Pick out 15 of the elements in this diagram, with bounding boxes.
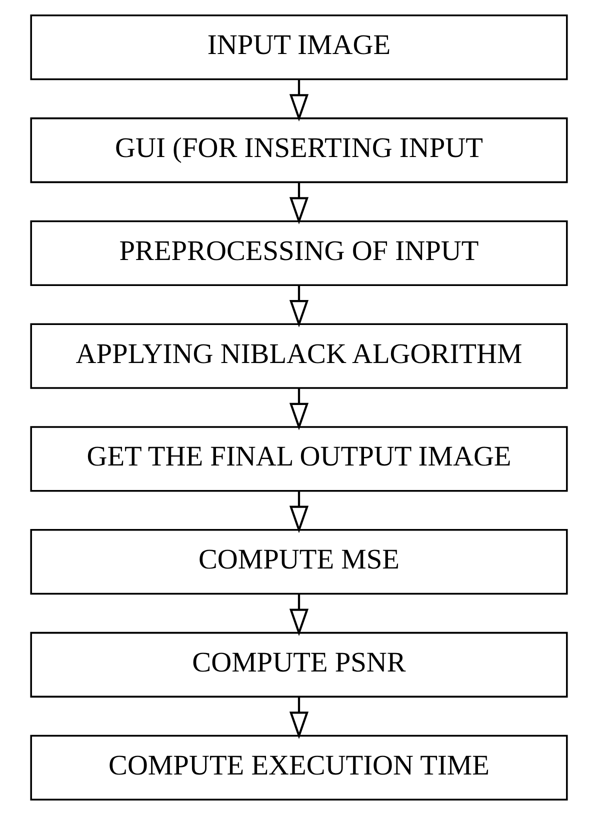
arrow [288,285,308,328]
arrow [288,491,308,534]
node-box: APPLYING NIBLACK ALGORITHM [30,323,568,389]
node-box: COMPUTE MSE [30,529,568,595]
node-box: COMPUTE EXECUTION TIME [30,734,568,800]
arrow [288,696,308,739]
node-box: INPUT IMAGE [30,14,568,80]
node-box: GET THE FINAL OUTPUT IMAGE [30,426,568,492]
node-box: GUI (FOR INSERTING INPUT [30,117,568,184]
node-box: PREPROCESSING OF INPUT [30,220,568,286]
arrow [288,594,308,636]
node-box: COMPUTE PSNR [30,632,568,698]
arrow [288,79,308,122]
arrow [288,182,308,224]
arrow [288,388,308,430]
